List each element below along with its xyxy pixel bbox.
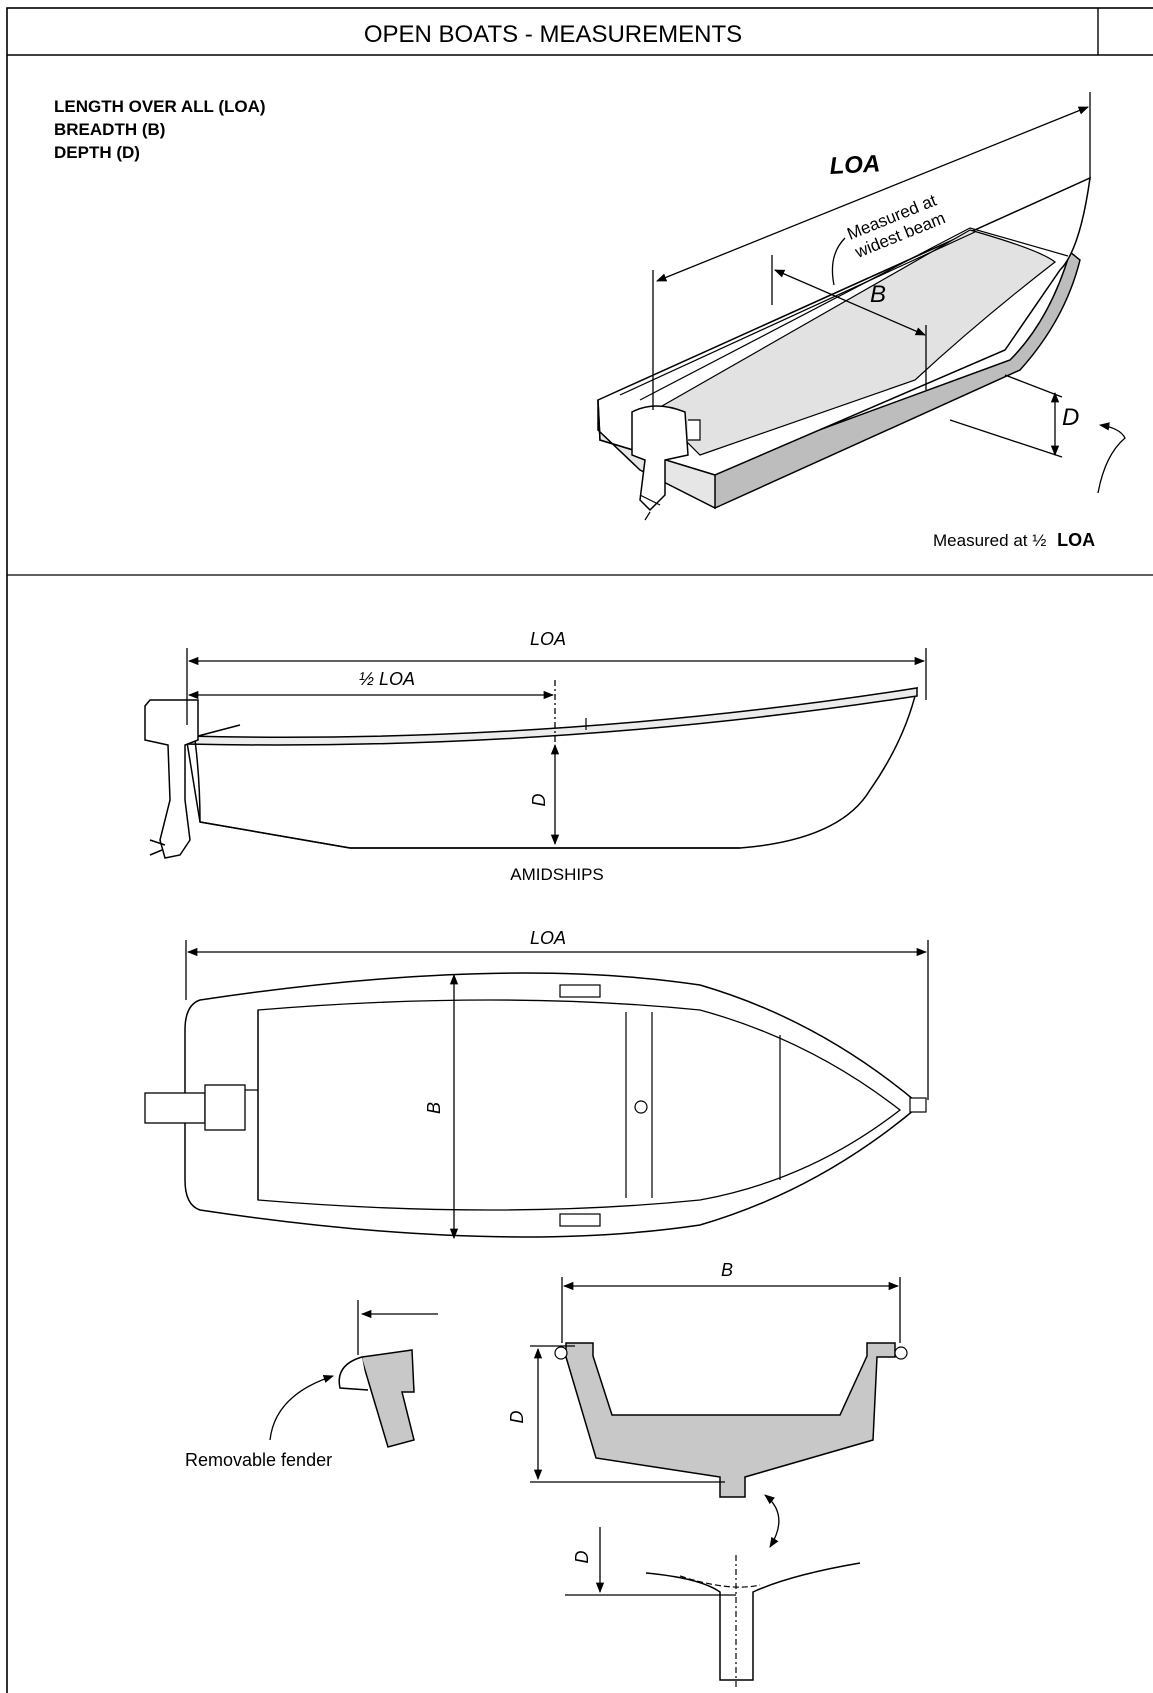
- plan-view-boat-drawing: [144, 972, 927, 1238]
- plan-view-loa-label: LOA: [530, 928, 566, 948]
- plan-view-breadth-label: B: [424, 1102, 444, 1114]
- section-view-depth-label: D: [507, 1411, 527, 1424]
- fender-detail-drawing: [269, 1300, 438, 1448]
- perspective-depth-note: Measured at ½ LOA: [933, 530, 1095, 550]
- keel-detail-depth-label: D: [572, 1551, 592, 1564]
- depth-note-suffix: LOA: [1057, 530, 1095, 550]
- fender-label: Removable fender: [185, 1450, 332, 1470]
- section-view-drawing: [554, 1342, 908, 1498]
- legend: LENGTH OVER ALL (LOA) BREADTH (B) DEPTH …: [54, 97, 266, 162]
- depth-note-prefix: Measured at ½: [933, 531, 1046, 550]
- page-title: OPEN BOATS - MEASUREMENTS: [364, 21, 742, 48]
- perspective-breadth-label: B: [870, 281, 886, 308]
- section-view-breadth-label: B: [721, 1260, 733, 1280]
- side-view-boat-drawing: [144, 687, 918, 859]
- perspective-loa-label: LOA: [829, 150, 881, 180]
- perspective-boat-drawing: [597, 176, 1091, 521]
- legend-item-depth: DEPTH (D): [54, 143, 140, 162]
- section-view-dimensions: [530, 1277, 901, 1548]
- side-view-dimensions: [186, 648, 927, 846]
- plan-view-dimensions: [185, 940, 929, 1240]
- perspective-dimensions: [652, 92, 1126, 494]
- sheet-frame: [6, 7, 1153, 1693]
- keel-detail-drawing: [645, 1555, 861, 1690]
- side-view-depth-label: D: [529, 794, 549, 807]
- legend-item-loa: LENGTH OVER ALL (LOA): [54, 97, 266, 116]
- side-view-amidships-label: AMIDSHIPS: [510, 865, 604, 884]
- legend-item-breadth: BREADTH (B): [54, 120, 165, 139]
- keel-detail-dimensions: [565, 1527, 736, 1596]
- perspective-depth-label: D: [1062, 404, 1079, 431]
- side-view-loa-label: LOA: [530, 629, 566, 649]
- side-view-half-loa-label: ½ LOA: [359, 669, 415, 689]
